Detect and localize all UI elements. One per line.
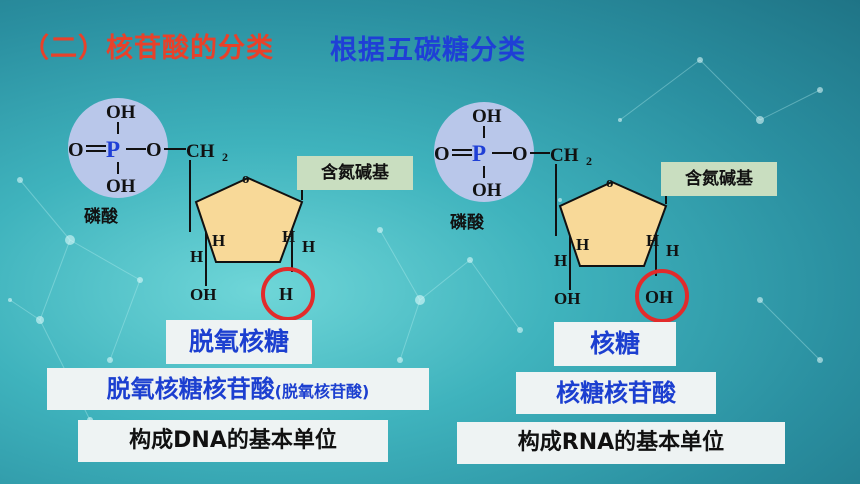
left-ch2: CH xyxy=(186,141,215,162)
right-phosphate-oh-bottom: OH xyxy=(472,180,502,201)
right-base-label: 含氮碱基 xyxy=(661,162,777,196)
left-nucleotide-main: 脱氧核糖核苷酸 xyxy=(106,375,275,403)
right-sugar-ring xyxy=(558,180,668,267)
right-oh: OH xyxy=(554,289,580,308)
right-phosphorus: P xyxy=(472,141,486,166)
left-phosphate-circle xyxy=(68,98,168,198)
right-ch2-subscript: 2 xyxy=(586,154,592,168)
right-h-2: H xyxy=(554,251,567,270)
right-phosphate-label: 磷酸 xyxy=(450,212,485,233)
right-circled-oh: OH xyxy=(645,287,673,307)
left-phosphate-o-right: O xyxy=(146,139,162,161)
right-h-4: H xyxy=(666,241,679,260)
right-ring-oxygen: o xyxy=(606,175,614,191)
right-h-3: H xyxy=(646,231,659,250)
slide-title: （二）核苷酸的分类 xyxy=(22,33,274,64)
right-phosphate-oh-top: OH xyxy=(472,106,502,127)
right-highlight-ring xyxy=(635,269,689,323)
right-nucleotide-name: 核糖核苷酸 xyxy=(516,372,716,414)
left-ring-oxygen: o xyxy=(242,171,250,187)
left-h-2: H xyxy=(190,247,203,266)
left-h-4: H xyxy=(302,237,315,256)
right-h-1: H xyxy=(576,235,589,254)
left-phosphate-o-left: O xyxy=(68,139,84,161)
right-phosphate-o-right: O xyxy=(512,143,528,165)
slide-subtitle: 根据五碳糖分类 xyxy=(330,35,526,66)
left-highlight-ring xyxy=(261,267,315,321)
left-unit-desc: 构成DNA的基本单位 xyxy=(78,420,388,462)
right-phosphate-circle xyxy=(434,102,534,202)
left-circled-h: H xyxy=(279,284,293,304)
left-sugar-name: 脱氧核糖 xyxy=(166,320,312,364)
right-ch2: CH xyxy=(550,145,579,166)
left-oh: OH xyxy=(190,285,216,304)
left-nucleotide-alias: (脱氧核苷酸) xyxy=(274,382,370,401)
left-nucleotide-name: 脱氧核糖核苷酸(脱氧核苷酸) xyxy=(47,368,429,410)
right-phosphate-o-left: O xyxy=(434,143,450,165)
left-phosphate-label: 磷酸 xyxy=(84,206,119,227)
left-phosphate-oh-bottom: OH xyxy=(106,176,136,197)
left-sugar-ring xyxy=(194,176,304,263)
left-phosphorus: P xyxy=(106,137,120,162)
left-phosphate-oh-top: OH xyxy=(106,102,136,123)
left-ch2-subscript: 2 xyxy=(222,150,228,164)
right-sugar-name: 核糖 xyxy=(554,322,676,366)
left-base-label: 含氮碱基 xyxy=(297,156,413,190)
left-h-1: H xyxy=(212,231,225,250)
right-unit-desc: 构成RNA的基本单位 xyxy=(457,422,785,464)
